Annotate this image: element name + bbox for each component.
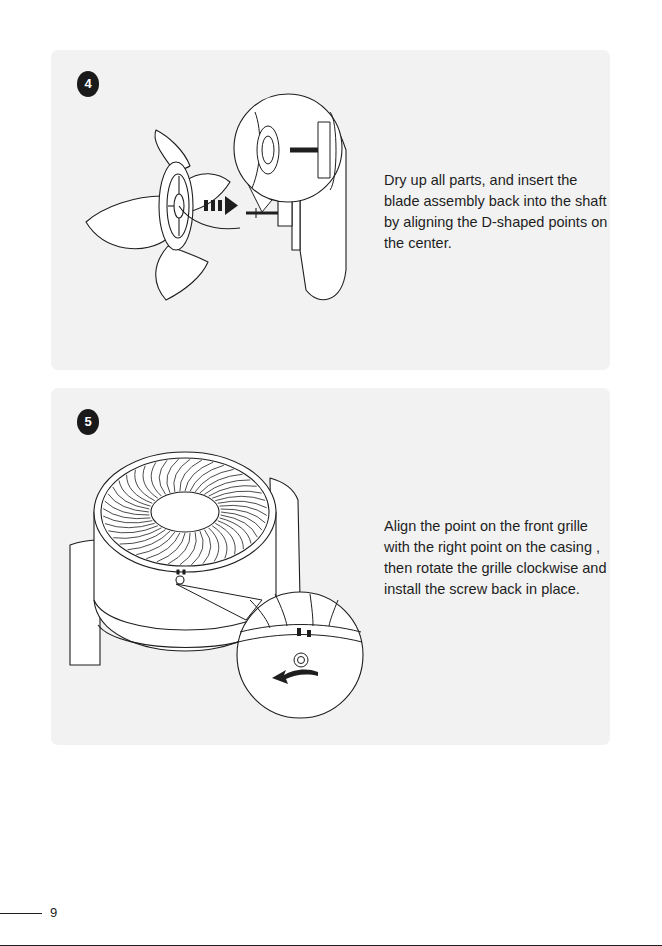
grille-spoke xyxy=(174,459,190,492)
step-number-text: 4 xyxy=(84,77,91,90)
grille-spoke xyxy=(143,466,158,499)
grille-spoke xyxy=(212,526,227,559)
grille-spoke xyxy=(191,531,203,565)
footer-rule xyxy=(0,913,42,914)
insert-arrow xyxy=(204,196,238,215)
grille-spoke xyxy=(135,470,155,501)
instruction-text: Dry up all parts, and insert the blade a… xyxy=(384,170,610,254)
grille-spoke xyxy=(221,509,266,523)
grille-spoke xyxy=(215,496,265,500)
grille-spoke xyxy=(204,480,250,494)
grille-spoke xyxy=(120,530,166,544)
instruction-text: Align the point on the front grille with… xyxy=(384,516,610,600)
grille-spoke xyxy=(159,460,167,494)
grille-spoke xyxy=(203,530,211,564)
grille-spoke xyxy=(103,509,150,519)
instruction-panel: Align the point on the front grille with… xyxy=(51,388,614,745)
grille-spoke xyxy=(215,523,235,554)
grille-spoke xyxy=(180,460,202,491)
grille-spoke xyxy=(220,505,267,515)
grille-spoke xyxy=(105,523,155,527)
grille-spoke xyxy=(103,516,152,523)
zoom-callout xyxy=(176,584,363,718)
panel-ground xyxy=(51,50,610,370)
grille-spoke xyxy=(195,469,234,492)
page-number: 9 xyxy=(50,905,57,920)
grille-spoke xyxy=(180,532,196,565)
zoom-callout xyxy=(234,94,342,212)
step-number: 4 xyxy=(77,71,99,97)
step-number-text: 5 xyxy=(84,415,91,428)
grille-spokes xyxy=(103,459,267,565)
grille-spoke xyxy=(168,533,190,564)
grille-spoke xyxy=(190,465,224,491)
panel-ground xyxy=(51,388,610,745)
step-number: 5 xyxy=(77,409,99,435)
grille-spoke xyxy=(209,528,219,562)
grille-spoke xyxy=(136,532,175,555)
grille-spoke xyxy=(151,462,161,496)
page-edge xyxy=(0,945,662,946)
instruction-panel: Dry up all parts, and insert the blade a… xyxy=(51,50,614,370)
grille-spoke xyxy=(218,501,267,508)
grille-spoke xyxy=(146,533,180,559)
grille-spoke xyxy=(167,459,179,493)
blade-assembly xyxy=(86,130,240,300)
